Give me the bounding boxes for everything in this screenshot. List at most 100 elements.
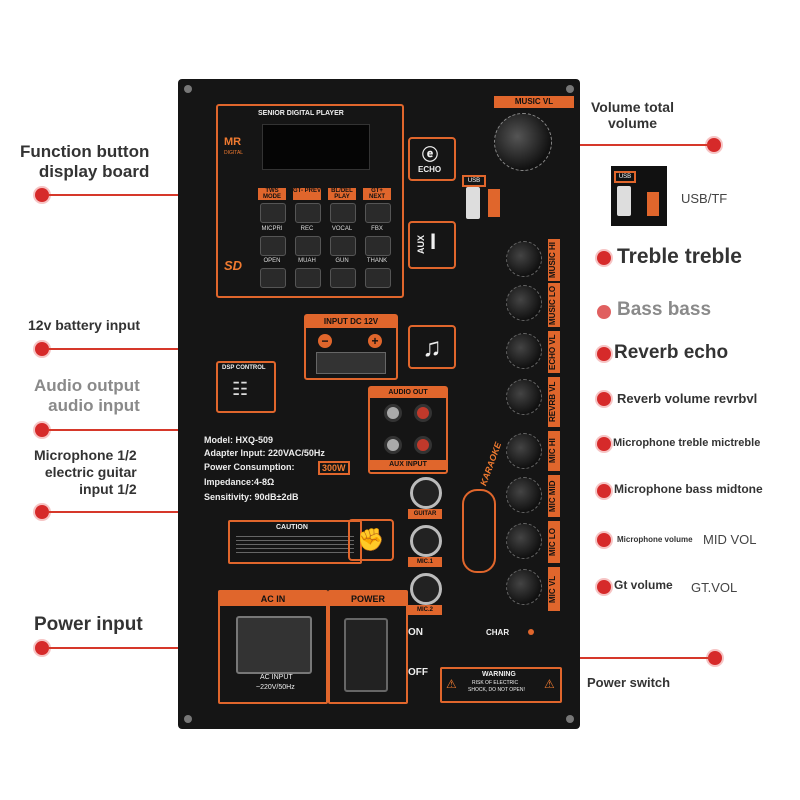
callout-dot-reverb (597, 347, 611, 361)
ac-voltage-label: ~220V/50Hz (256, 684, 295, 691)
button-label-vocal: VOCAL (331, 226, 353, 232)
usb-port-inset (617, 186, 631, 216)
lcd-display (262, 124, 370, 170)
guitar-graphic (462, 489, 496, 573)
knob-label-mic-lo: MIC LO (548, 521, 560, 563)
callout-dot-volume (707, 138, 721, 152)
caution-box: CAUTION (228, 520, 362, 564)
iec-power-socket[interactable] (236, 616, 312, 674)
button-label-tws: TWS MODE (258, 188, 286, 200)
gun-button[interactable] (330, 268, 356, 288)
label-reverb-volume: Reverb volume revrbvl (617, 391, 758, 406)
play-button[interactable] (330, 203, 356, 223)
button-label-muah: MUAH (298, 258, 316, 264)
prev-button[interactable] (295, 203, 321, 223)
echo-label: ECHO (418, 165, 442, 174)
next-button[interactable] (365, 203, 391, 223)
mic-mid-knob[interactable] (506, 477, 542, 513)
spec-adapter: Adapter Input: 220VAC/50Hz (204, 448, 325, 458)
mic-vl-knob[interactable] (506, 569, 542, 605)
callout-dot-bass (597, 305, 611, 319)
label-power-switch: Power switch (587, 675, 671, 690)
usb-inset-label: USB (614, 171, 636, 183)
tf-card-slot[interactable] (488, 189, 500, 217)
knob-label-echo-vl: ECHO VL (548, 331, 560, 373)
callout-dot-mic-treble (597, 437, 611, 451)
rca-block: AUDIO OUT AUX INPUT (368, 386, 448, 474)
label-volume-line2: volume (607, 115, 657, 131)
power-label: POWER (330, 592, 406, 606)
ac-in-block: AC IN AC INPUT ~220V/50Hz (218, 590, 328, 704)
tws-mode-button[interactable] (260, 203, 286, 223)
power-on-label: ON (408, 627, 423, 638)
brand-sub: DIGITAL (224, 150, 244, 156)
karaoke-text: KARAOKE (478, 440, 504, 488)
rec-button[interactable] (295, 236, 321, 256)
battery-terminal[interactable] (316, 352, 386, 374)
audio-out-right-jack[interactable] (414, 404, 432, 422)
mic-lo-knob[interactable] (506, 523, 542, 559)
power-off-label: OFF (408, 667, 428, 678)
screw-icon (566, 715, 574, 723)
ac-in-label: AC IN (220, 592, 326, 606)
echo-vl-knob[interactable] (506, 333, 542, 369)
button-label-thank: THANK (366, 258, 388, 264)
master-volume-knob[interactable] (494, 113, 552, 171)
aux-in-right-jack[interactable] (414, 436, 432, 454)
knob-label-mic-mid: MIC MID (548, 475, 560, 517)
warning-sub2: SHOCK, DO NOT OPEN! (468, 687, 525, 693)
callout-dot-mic (35, 505, 49, 519)
label-mic-treble: Microphone treble mictreble (613, 437, 761, 449)
warning-triangle-icon: ⚠ (544, 677, 555, 691)
aux-input-label: AUX INPUT (370, 460, 446, 470)
revrb-vl-knob[interactable] (506, 379, 542, 415)
button-label-prev: GT- PREV (293, 188, 321, 200)
mic2-jack[interactable] (410, 573, 442, 605)
open-button[interactable] (260, 268, 286, 288)
label-function-button-line1: Function button (20, 142, 150, 161)
knob-label-music-hi: MUSIC HI (548, 239, 560, 281)
vocal-button[interactable] (330, 236, 356, 256)
aux-in-left-jack[interactable] (384, 436, 402, 454)
tf-slot-inset (647, 192, 659, 216)
guitar-jack[interactable] (410, 477, 442, 509)
microphone-hand-icon: ✊ (348, 519, 394, 561)
knob-label-revrb-vl: REVRB VL (548, 377, 560, 427)
guitar-label: GUITAR (408, 509, 442, 519)
charge-led (528, 629, 534, 635)
aux-label: AUX (416, 235, 426, 255)
music-vl-label: MUSIC VL (494, 96, 574, 108)
callout-dot-mic-bass (597, 484, 611, 498)
mic-hi-knob[interactable] (506, 433, 542, 469)
label-reverb: Reverb echo (614, 342, 729, 363)
caution-fine-print (236, 536, 354, 556)
knob-label-mic-hi: MIC HI (548, 431, 560, 471)
spec-power-value: 300W (318, 461, 350, 475)
callout-dot-treble (597, 251, 611, 265)
senior-title: SENIOR DIGITAL PLAYER (258, 110, 344, 117)
fbx-button[interactable] (365, 236, 391, 256)
display-board: SENIOR DIGITAL PLAYER MR DIGITAL TWS MOD… (216, 104, 404, 298)
ac-input-label: AC INPUT (260, 674, 293, 681)
dc-input-block: INPUT DC 12V − + (304, 314, 398, 380)
input-dc-label: INPUT DC 12V (306, 316, 396, 328)
char-label: CHAR (486, 628, 510, 637)
dsp-control-block: DSP CONTROL ☷ (216, 361, 276, 413)
power-rocker-switch[interactable] (344, 618, 388, 692)
thank-button[interactable] (365, 268, 391, 288)
audio-out-left-jack[interactable] (384, 404, 402, 422)
music-lo-knob[interactable] (506, 285, 542, 321)
button-label-fbx: FBX (371, 226, 383, 232)
music-hi-knob[interactable] (506, 241, 542, 277)
warning-title: WARNING (482, 671, 516, 678)
label-mic-volume-small: Microphone volume (617, 535, 693, 544)
mic2-label: MIC.2 (408, 605, 442, 615)
muah-button[interactable] (295, 268, 321, 288)
callout-dot-power-input (35, 641, 49, 655)
label-audio-line1: Audio output (34, 376, 140, 395)
mic1-jack[interactable] (410, 525, 442, 557)
micpri-button[interactable] (260, 236, 286, 256)
sd-card-logo: SD (224, 258, 243, 273)
usb-port[interactable] (466, 187, 480, 219)
callout-line-function (48, 194, 240, 196)
